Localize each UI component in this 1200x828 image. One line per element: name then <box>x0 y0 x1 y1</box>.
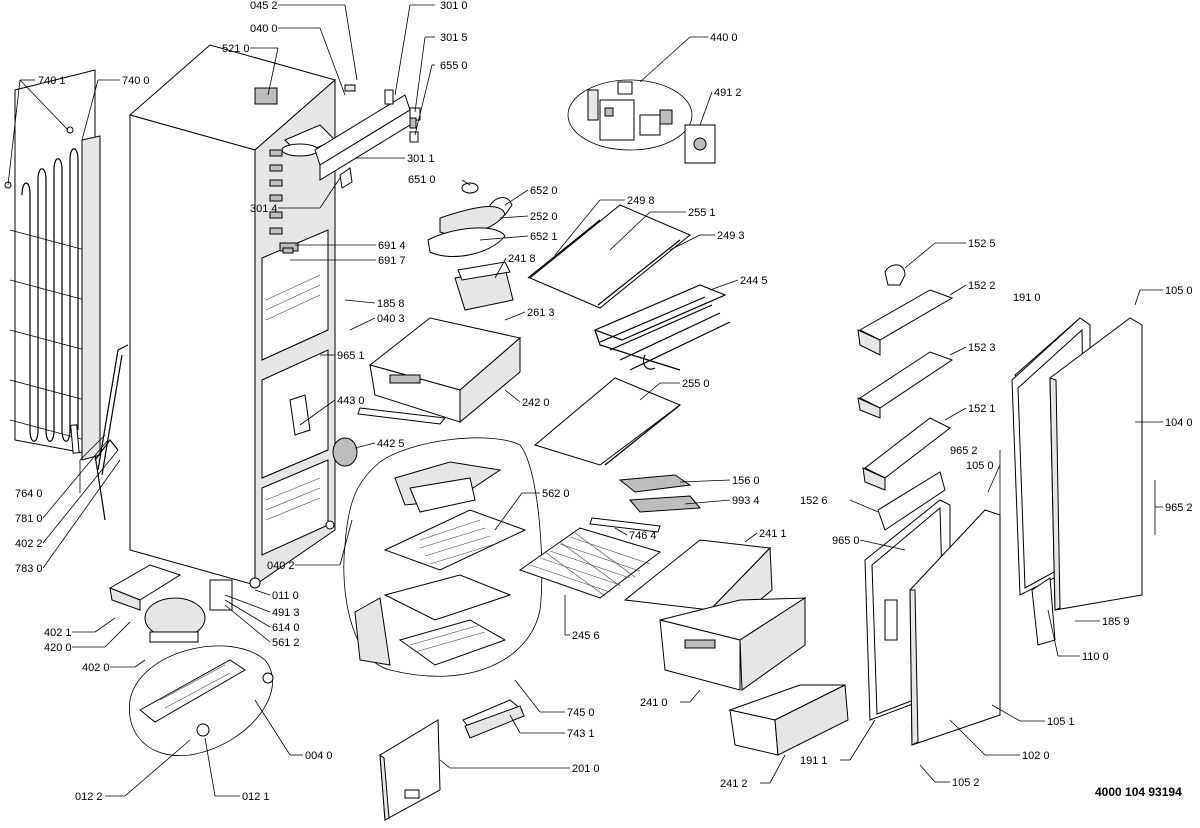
callout-249-3: 249 3 <box>717 230 745 242</box>
callout-764-0: 764 0 <box>15 488 43 500</box>
small-parts-middle <box>589 474 702 533</box>
callout-740-0: 740 0 <box>122 75 150 87</box>
callout-191-1: 191 1 <box>800 755 828 767</box>
callout-105-1: 105 1 <box>1047 716 1075 728</box>
callout-102-0: 102 0 <box>1022 750 1050 762</box>
callout-105-0-mid: 105 0 <box>966 460 994 472</box>
callout-442-5: 442 5 <box>377 438 405 450</box>
doors <box>864 317 1143 746</box>
lamp-assembly <box>427 182 514 311</box>
callout-443-0: 443 0 <box>337 395 365 407</box>
callout-040-2: 040 2 <box>267 560 295 572</box>
callout-011-0: 011 0 <box>272 590 299 602</box>
callout-691-4: 691 4 <box>378 240 406 252</box>
callout-185-8: 185 8 <box>377 298 405 310</box>
callout-191-0: 191 0 <box>1013 292 1041 304</box>
callout-745-0: 745 0 <box>567 707 595 719</box>
callout-201-0: 201 0 <box>572 763 600 775</box>
callout-241-8: 241 8 <box>508 253 536 265</box>
callout-249-8: 249 8 <box>627 195 655 207</box>
callout-105-0-top: 105 0 <box>1165 285 1193 297</box>
electronic-control-group <box>567 79 716 164</box>
callout-004-0: 004 0 <box>305 750 333 762</box>
callout-105-2: 105 2 <box>952 777 980 789</box>
callout-301-1: 301 1 <box>407 153 435 165</box>
callout-301-5: 301 5 <box>440 32 468 44</box>
callout-255-0: 255 0 <box>682 378 710 390</box>
callout-561-2: 561 2 <box>272 637 300 649</box>
door-bins <box>857 264 954 531</box>
callout-746-4: 746 4 <box>629 530 657 542</box>
callout-012-2: 012 2 <box>75 791 103 803</box>
crisper-drawer-upper <box>357 317 522 425</box>
callout-241-1: 241 1 <box>759 528 787 540</box>
callout-491-3: 491 3 <box>272 607 300 619</box>
callout-185-9: 185 9 <box>1102 616 1130 628</box>
callout-040-3: 040 3 <box>377 313 405 325</box>
callout-965-0: 965 0 <box>832 535 860 547</box>
cabinet <box>128 44 358 589</box>
document-number: 4000 104 93194 <box>1095 785 1182 799</box>
callout-993-4: 993 4 <box>732 495 760 507</box>
callout-420-0: 420 0 <box>44 642 72 654</box>
callout-152-1: 152 1 <box>968 403 996 415</box>
callout-261-3: 261 3 <box>527 307 555 319</box>
callout-402-0: 402 0 <box>82 662 110 674</box>
callout-152-6: 152 6 <box>800 495 828 507</box>
callout-652-1: 652 1 <box>530 231 558 243</box>
callout-110-0: 110 0 <box>1082 651 1109 663</box>
callout-labels: 045 2 040 0 521 0 301 0 301 5 655 0 740 … <box>15 0 1193 803</box>
callout-156-0: 156 0 <box>732 475 760 487</box>
callout-965-1: 965 1 <box>337 350 365 362</box>
condenser-coil <box>4 69 101 461</box>
leader-lines <box>7 4 1163 797</box>
callout-783-0: 783 0 <box>15 563 43 575</box>
callout-301-4: 301 4 <box>250 203 278 215</box>
callout-245-6: 245 6 <box>572 630 600 642</box>
callout-152-3: 152 3 <box>968 342 996 354</box>
callout-045-2: 045 2 <box>250 0 278 12</box>
callout-255-1: 255 1 <box>688 207 716 219</box>
callout-521-0: 521 0 <box>222 43 250 55</box>
callout-781-0: 781 0 <box>15 513 43 525</box>
callout-244-5: 244 5 <box>740 275 768 287</box>
wire-shelf <box>593 284 731 371</box>
callout-252-0: 252 0 <box>530 211 558 223</box>
shelves <box>527 204 691 466</box>
callout-965-2-b: 965 2 <box>1165 502 1193 514</box>
callout-614-0: 614 0 <box>272 622 300 634</box>
callout-242-0: 242 0 <box>522 397 550 409</box>
control-panel <box>314 84 421 189</box>
callout-965-2-a: 965 2 <box>950 445 978 457</box>
callout-152-5: 152 5 <box>968 238 996 250</box>
callout-440-0: 440 0 <box>710 32 738 44</box>
callout-491-2: 491 2 <box>714 87 742 99</box>
freezer-drawers-group <box>343 437 543 677</box>
callout-012-1: 012 1 <box>242 791 270 803</box>
callout-655-0: 655 0 <box>440 60 468 72</box>
callout-691-7: 691 7 <box>378 255 406 267</box>
callout-402-2: 402 2 <box>15 538 43 550</box>
freezer-drawers <box>623 539 849 756</box>
capillary-tubes <box>70 344 129 521</box>
callout-562-0: 562 0 <box>542 488 570 500</box>
callout-241-0: 241 0 <box>640 697 668 709</box>
callout-402-1: 402 1 <box>44 627 72 639</box>
freezer-wire-shelf <box>518 527 662 599</box>
back-cover <box>379 699 525 821</box>
callout-652-0: 652 0 <box>530 185 558 197</box>
callout-740-1: 740 1 <box>38 75 66 87</box>
callout-301-0: 301 0 <box>440 0 468 12</box>
callout-651-0: 651 0 <box>408 174 436 186</box>
compressor-base <box>108 564 274 757</box>
callout-743-1: 743 1 <box>567 728 595 740</box>
callout-104-0: 104 0 <box>1165 417 1193 429</box>
callout-241-2: 241 2 <box>720 778 748 790</box>
callout-152-2: 152 2 <box>968 280 996 292</box>
callout-040-0: 040 0 <box>250 23 278 35</box>
